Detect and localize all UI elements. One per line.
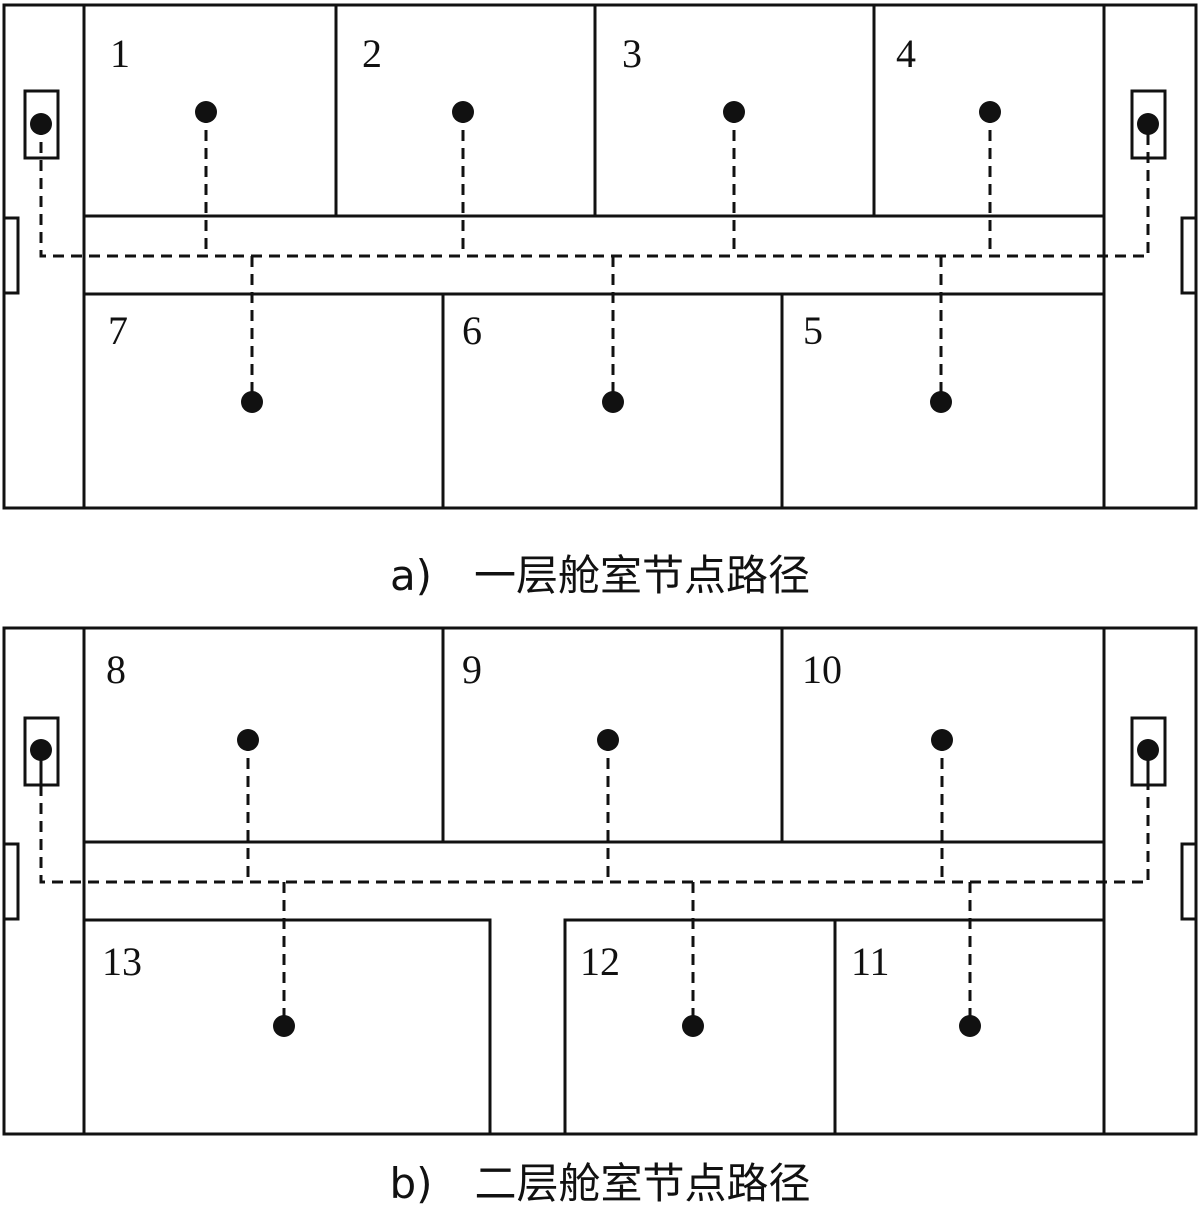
room-7-label: 7 (108, 308, 128, 353)
node-room-4 (979, 101, 1001, 123)
room-13 (82, 918, 492, 1136)
room-10-label: 10 (802, 647, 842, 692)
room-5 (780, 292, 1106, 510)
node-room-3 (723, 101, 745, 123)
room-5-label: 5 (803, 308, 823, 353)
node-room-1 (195, 101, 217, 123)
room-7 (82, 292, 445, 510)
floor-2-caption: b) 二层舱室节点路径 (389, 1159, 810, 1208)
node-room-5 (930, 391, 952, 413)
node-room-8 (237, 729, 259, 751)
floor-1-left-exit-box (23, 89, 60, 160)
floor-2-right-door (1180, 842, 1198, 921)
floor-1-right-door (1180, 216, 1198, 295)
floor-1-plan: 1 2 3 4 7 6 5 a) 一层舱室节点路径 (2, 3, 1198, 600)
room-12-label: 12 (580, 939, 620, 984)
node-room-9 (597, 729, 619, 751)
floor-1-main-corridor-path (39, 124, 1150, 258)
floor-2-main-corridor-path (39, 785, 1150, 884)
node-room-7 (241, 391, 263, 413)
node-room-10 (931, 729, 953, 751)
room-1-label: 1 (110, 31, 130, 76)
node-room-13 (273, 1015, 295, 1037)
node-left-exit-1 (30, 113, 52, 135)
room-9-label: 9 (462, 647, 482, 692)
node-room-11 (959, 1015, 981, 1037)
node-room-6 (602, 391, 624, 413)
room-2-label: 2 (362, 31, 382, 76)
floor-1-left-door (2, 216, 20, 295)
room-13-label: 13 (102, 939, 142, 984)
node-room-2 (452, 101, 474, 123)
node-right-exit-1 (1137, 113, 1159, 135)
room-4-label: 4 (896, 31, 916, 76)
room-8-label: 8 (106, 647, 126, 692)
node-room-12 (682, 1015, 704, 1037)
floor-2-plan: 8 9 10 13 12 11 b) 二层舱室节点路径 (2, 626, 1198, 1208)
floor-2-left-door (2, 842, 20, 921)
room-11-label: 11 (851, 939, 890, 984)
room-3-label: 3 (622, 31, 642, 76)
room-4 (872, 3, 1106, 218)
room-10 (780, 626, 1106, 844)
room-8 (82, 626, 445, 844)
floor-1-caption: a) 一层舱室节点路径 (390, 551, 810, 600)
room-6-label: 6 (462, 308, 482, 353)
